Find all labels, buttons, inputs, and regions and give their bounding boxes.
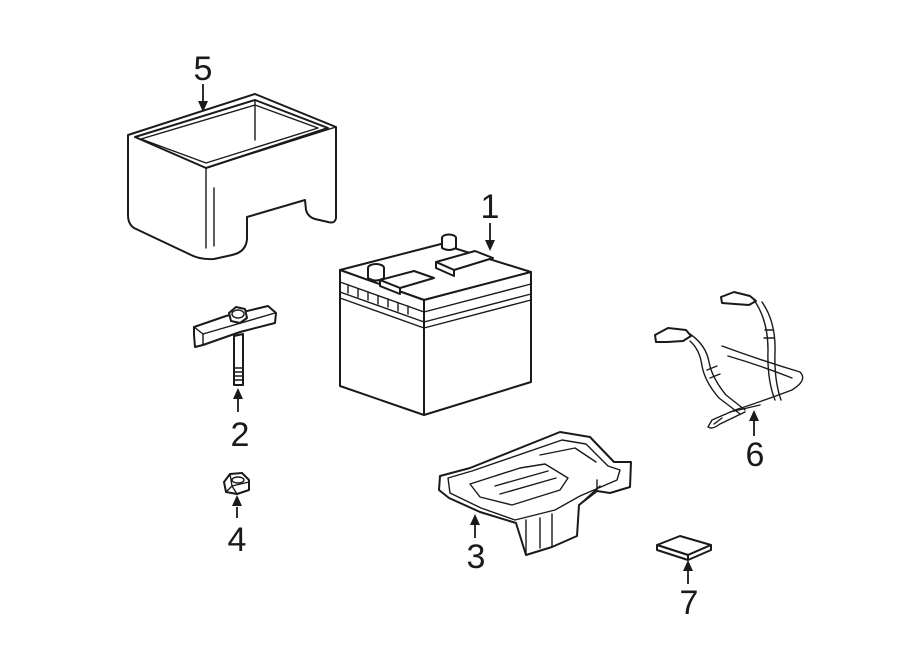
callout-5: 5	[194, 50, 213, 88]
leader-lines	[198, 84, 759, 584]
callout-2: 2	[231, 416, 250, 454]
callout-1: 1	[481, 188, 500, 226]
callout-4: 4	[228, 521, 247, 559]
insulator-box-part[interactable]	[127, 93, 337, 261]
battery-part[interactable]	[339, 233, 532, 416]
callout-7: 7	[680, 584, 699, 622]
callout-6: 6	[746, 436, 765, 474]
pad-part[interactable]	[656, 535, 712, 561]
cables-part[interactable]	[654, 291, 804, 429]
hold-down-bolt-part[interactable]	[193, 305, 277, 386]
callout-3: 3	[467, 538, 486, 576]
battery-tray-part[interactable]	[438, 431, 632, 556]
nut-part[interactable]	[223, 472, 250, 495]
